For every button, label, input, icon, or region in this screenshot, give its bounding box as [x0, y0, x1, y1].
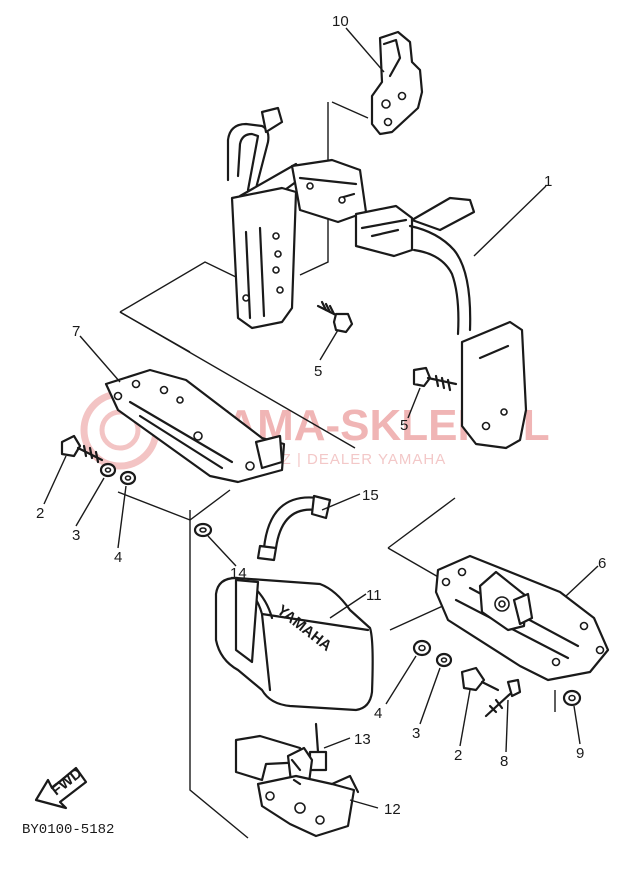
part-6-right-bracket	[434, 554, 610, 682]
bolt-5-left	[316, 300, 354, 334]
washer-4-left	[119, 470, 137, 486]
guide-lines	[117, 101, 556, 839]
callout-8: 8	[500, 753, 508, 770]
part-11-box: YAMAHA	[214, 576, 374, 712]
callout-4-left: 4	[114, 549, 122, 566]
callout-15: 15	[362, 487, 379, 504]
washer-4-right	[412, 639, 432, 657]
callout-5-right: 5	[400, 417, 408, 434]
part-10-bracket-plate	[370, 30, 424, 136]
callout-3-right: 3	[412, 725, 420, 742]
bolt-5-right	[412, 366, 458, 392]
callout-2-right: 2	[454, 747, 462, 764]
leader-lines	[43, 27, 599, 809]
callout-13: 13	[354, 731, 371, 748]
fwd-arrow-icon: FWD	[34, 765, 88, 810]
callout-4-right: 4	[374, 705, 382, 722]
callout-12: 12	[384, 801, 401, 818]
washer-3-left	[99, 462, 117, 478]
callout-3-left: 3	[72, 527, 80, 544]
callout-5-left: 5	[314, 363, 322, 380]
part-7-left-bracket	[104, 368, 286, 484]
callouts: 10 1 7 5 5 2 3 4 14 15 11 6 4 3 2 8 9 13…	[36, 13, 606, 818]
part-13-bolt	[308, 722, 328, 772]
part-15-strap	[256, 494, 332, 562]
washer-3-right	[435, 652, 453, 668]
part-9-nut	[562, 689, 582, 707]
diagram-code: BY0100-5182	[22, 822, 115, 838]
callout-14: 14	[230, 565, 247, 582]
part-12-lower-bracket	[234, 734, 360, 838]
callout-7: 7	[72, 323, 80, 340]
part-14-nut	[193, 522, 213, 538]
callout-2-left: 2	[36, 505, 44, 522]
bolt-2-right	[460, 666, 500, 692]
part-1-frame	[226, 106, 528, 450]
callout-6: 6	[598, 555, 606, 572]
callout-1: 1	[544, 173, 552, 190]
bolt-2-left	[60, 434, 104, 464]
part-8-screw	[484, 678, 522, 718]
callout-9: 9	[576, 745, 584, 762]
callout-11: 11	[366, 587, 382, 604]
callout-10: 10	[332, 13, 349, 30]
